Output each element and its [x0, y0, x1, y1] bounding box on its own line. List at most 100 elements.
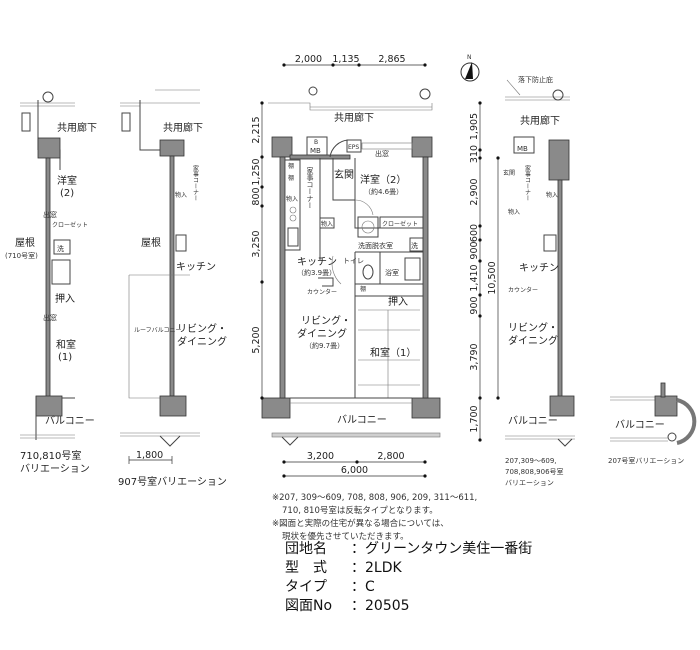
sep: ：	[351, 598, 365, 614]
storage-label: 物入	[286, 195, 298, 203]
housework-corner-label: 家事コーナー	[524, 164, 531, 201]
dimension-tick	[478, 396, 482, 400]
pillar	[654, 395, 678, 417]
info-drawing-no: 図面No：20505	[285, 597, 532, 616]
shelf-label: 棚	[360, 285, 366, 293]
roof-note: (710号室)	[5, 251, 38, 260]
eps-label: EPS	[348, 144, 359, 151]
corridor-rail	[120, 89, 200, 107]
balcony-railing	[120, 432, 200, 437]
window	[21, 112, 31, 132]
note-line: 現状を優先させていただきます。	[282, 532, 409, 542]
sep: ：	[351, 579, 365, 595]
wall	[660, 382, 666, 398]
room-label: 洋室	[57, 174, 77, 187]
dimension-label: 3,200	[307, 451, 334, 462]
kitchen-label: キッチン	[297, 256, 337, 268]
dimension-label: 2,900	[469, 178, 480, 205]
living-size: （約9.7畳）	[305, 341, 344, 350]
washer-space	[53, 239, 71, 255]
dimension-label: 1,410	[469, 264, 480, 291]
housework-corner-label: 家事コーナー	[192, 164, 199, 201]
toilet-icon	[362, 264, 374, 280]
living-label-1: リビング・	[508, 321, 558, 334]
counter-label: カウンター	[307, 288, 337, 296]
pillar	[261, 397, 291, 419]
pillar	[549, 395, 575, 417]
balcony-railing	[610, 437, 668, 442]
kitchen-label: キッチン	[519, 262, 559, 274]
washbasin	[357, 216, 379, 238]
storage-label: 物入	[321, 220, 333, 228]
variation-caption: 907号室バリエーション	[118, 475, 227, 488]
variation-reversed: 落下防止庇 共用廊下 MB 玄関 家事コーナー 物入 物入 キッチン カウンター…	[503, 75, 575, 487]
corridor-label: 共用廊下	[163, 121, 203, 134]
info-label: 型 式	[285, 560, 327, 576]
housework-corner-text: 家事コーナー	[306, 166, 314, 209]
kitchen-counter	[285, 159, 301, 251]
pillar	[271, 136, 293, 158]
balcony-railing	[271, 432, 441, 438]
dimension-line	[128, 456, 173, 464]
drain-icon	[419, 88, 431, 100]
dimension-label: 1,135	[332, 54, 359, 65]
mb-label: MB	[310, 147, 321, 155]
bathtub	[51, 259, 71, 285]
living-label-2: ダイニング	[508, 334, 558, 347]
dimension-tick	[282, 460, 286, 464]
dimension-tick	[496, 156, 500, 160]
washbasin-bowl	[361, 220, 375, 234]
info-value: 2LDK	[365, 560, 402, 576]
info-subtype: タイプ：C	[285, 578, 532, 597]
pillar	[411, 397, 441, 419]
plan-info: 団地名：グリーンタウン美住一番街 型 式：2LDK タイプ：C 図面No：205…	[285, 540, 532, 616]
info-value: C	[365, 579, 375, 595]
washer-label: 洗	[411, 241, 418, 250]
washer-space	[409, 237, 424, 252]
dimension-tick	[478, 438, 482, 442]
western-room-label: 洋室（2）	[360, 173, 406, 186]
note-line: ※図面と実際の住宅が異なる場合については、	[272, 519, 449, 529]
sink	[287, 227, 299, 247]
info-label: 団地名	[285, 541, 327, 557]
bay-window-label: 出窓	[375, 149, 389, 158]
storage-box	[319, 217, 335, 229]
corridor-rail	[20, 102, 75, 107]
kitchen-label: キッチン	[176, 261, 216, 273]
toilet-label: トイレ	[343, 257, 364, 265]
info-complex: 団地名：グリーンタウン美住一番街	[285, 540, 532, 559]
pillar	[411, 136, 433, 158]
dimension-tick	[423, 474, 427, 478]
storage-label: 物入	[546, 191, 558, 199]
door-swing	[354, 199, 374, 216]
roof-balcony-outline	[128, 274, 190, 399]
living-label-2: ダイニング	[177, 335, 227, 348]
dimension-label: 10,500	[487, 261, 498, 294]
washer-label: 洗	[57, 244, 64, 253]
roof-label: 屋根	[15, 236, 35, 249]
entrance-label: 玄関	[503, 169, 515, 177]
oshiire-walls	[354, 284, 423, 398]
mb-box	[513, 136, 535, 154]
housework-corner-label: 家事コーナー	[306, 166, 314, 209]
dimension-label: 310	[469, 145, 480, 163]
door-swing	[329, 139, 349, 158]
shelf-label: 棚	[288, 174, 294, 182]
evacuation-hatch	[557, 438, 573, 447]
wall	[169, 155, 175, 397]
wall	[139, 100, 163, 151]
wall-left	[279, 156, 286, 399]
wall	[45, 157, 51, 409]
dimension-tick	[478, 314, 482, 318]
dimension-label: 800	[251, 187, 262, 205]
room-label: (2)	[60, 188, 74, 199]
variation-710-810: 共用廊下 洋室 (2) 出窓 クローゼット 洗 屋根 (710号室) 押入 出窓…	[5, 91, 97, 475]
dimension-label: 900	[469, 296, 480, 314]
dimension-tick	[478, 148, 482, 152]
pillar	[159, 139, 185, 157]
washroom-label: 洗面脱衣室	[358, 241, 393, 250]
dimension-tick	[282, 474, 286, 478]
sink	[543, 234, 557, 252]
